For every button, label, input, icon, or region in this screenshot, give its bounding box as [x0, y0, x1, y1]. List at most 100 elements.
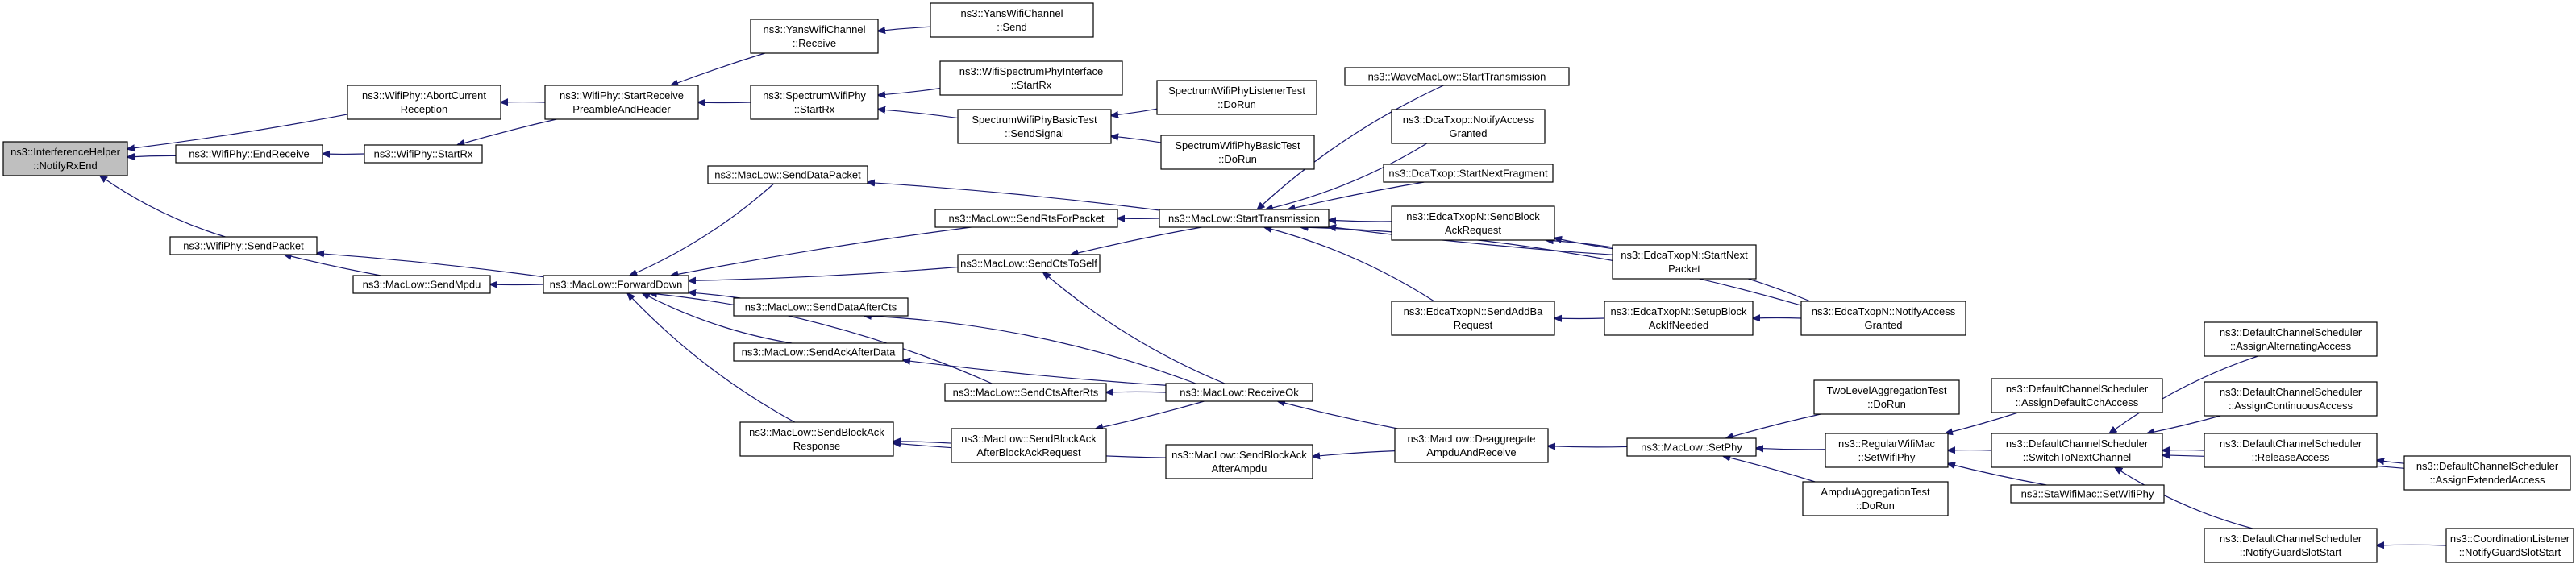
node-box [944, 383, 1107, 402]
node-label: ns3::MacLow::SendBlockAck [749, 426, 884, 438]
graph-node-n5[interactable]: ns3::WifiPhy::StartRx [364, 144, 483, 164]
graph-node-n46[interactable]: ns3::DefaultChannelScheduler::AssignExte… [2403, 455, 2571, 491]
edge-n29-to-n23 [1329, 220, 1392, 222]
graph-node-n10[interactable]: ns3::YansWifiChannel::Send [930, 2, 1094, 38]
node-label: SpectrumWifiPhyBasicTest [1175, 139, 1300, 151]
node-label: ns3::EdcaTxopN::SetupBlock [1610, 305, 1747, 317]
node-label: ns3::WifiPhy::SendPacket [183, 240, 304, 252]
node-box [2010, 484, 2165, 504]
graph-node-n0[interactable]: ns3::InterferenceHelper::NotifyRxEnd [2, 141, 128, 176]
node-label: ns3::MacLow::SendMpdu [363, 279, 481, 291]
node-box [1825, 433, 1949, 468]
node-label: Reception [401, 103, 448, 115]
edge-n34-to-n25 [1313, 450, 1396, 457]
node-box [1160, 135, 1315, 170]
edge-n4-to-n5 [457, 118, 557, 145]
edge-n21-to-n7 [627, 293, 796, 423]
graph-node-n8[interactable]: ns3::YansWifiChannel::Receive [750, 19, 879, 54]
node-label: ns3::MacLow::ReceiveOk [1180, 387, 1299, 399]
graph-node-n38[interactable]: AmpduAggregationTest::DoRun [1802, 481, 1949, 516]
graph-node-n11[interactable]: ns3::WifiSpectrumPhyInterface::StartRx [939, 60, 1123, 96]
node-label: ::NotifyGuardSlotStart [2240, 546, 2342, 558]
graph-node-n6[interactable]: ns3::MacLow::SendMpdu [352, 275, 491, 294]
graph-node-n23[interactable]: ns3::MacLow::StartTransmission [1159, 209, 1330, 228]
graph-node-n3[interactable]: ns3::WifiPhy::SendPacket [169, 236, 318, 255]
graph-node-n43[interactable]: ns3::DefaultChannelScheduler::AssignCont… [2204, 381, 2378, 417]
graph-node-n7[interactable]: ns3::MacLow::ForwardDown [543, 275, 689, 294]
graph-node-n28[interactable]: ns3::DcaTxop::StartNextFragment [1383, 164, 1554, 183]
node-box [1165, 383, 1313, 402]
node-label: ns3::MacLow::SendDataPacket [714, 169, 861, 181]
graph-node-n44[interactable]: ns3::DefaultChannelScheduler::ReleaseAcc… [2204, 433, 2378, 468]
node-label: ns3::WifiPhy::StartReceive [560, 89, 684, 102]
node-label: ns3::MacLow::SetPhy [1641, 442, 1742, 454]
graph-node-n17[interactable]: ns3::MacLow::SendCtsToSelf [957, 254, 1101, 273]
graph-node-n4[interactable]: ns3::WifiPhy::StartReceivePreambleAndHea… [544, 85, 699, 120]
node-label: ::DoRun [1856, 500, 1895, 512]
node-label: ::StartRx [1011, 79, 1052, 91]
edge-n7-to-n3 [317, 253, 544, 278]
node-label: ns3::StaWifiMac::SetWifiPhy [2021, 488, 2154, 500]
graph-node-n36[interactable]: TwoLevelAggregationTest::DoRun [1813, 379, 1960, 415]
graph-node-n15[interactable]: ns3::MacLow::SendDataPacket [707, 165, 868, 184]
graph-node-n26[interactable]: ns3::WaveMacLow::StartTransmission [1344, 67, 1570, 86]
graph-node-n12[interactable]: SpectrumWifiPhyBasicTest::SendSignal [957, 109, 1112, 144]
edge-n24-to-n19 [903, 360, 1167, 386]
node-label: AckIfNeeded [1649, 319, 1708, 331]
node-label: ns3::MacLow::StartTransmission [1168, 213, 1320, 225]
node-box [1391, 205, 1555, 241]
graph-node-n42[interactable]: ns3::DefaultChannelScheduler::AssignAlte… [2204, 321, 2378, 357]
node-box [739, 421, 894, 457]
graph-node-n19[interactable]: ns3::MacLow::SendAckAfterData [733, 342, 904, 362]
node-label: ::ReleaseAccess [2252, 451, 2330, 463]
node-label: ns3::DefaultChannelScheduler [2220, 386, 2362, 398]
node-label: ns3::MacLow::SendCtsAfterRts [953, 387, 1099, 399]
graph-node-n9[interactable]: ns3::SpectrumWifiPhy::StartRx [750, 85, 879, 120]
edge-n14-to-n12 [1111, 136, 1162, 143]
graph-node-n22[interactable]: ns3::MacLow::SendBlockAckAfterBlockAckRe… [951, 428, 1107, 463]
graph-node-n18[interactable]: ns3::MacLow::SendDataAfterCts [733, 297, 909, 317]
node-box [1612, 244, 1757, 280]
edge-n36-to-n35 [1726, 413, 1821, 438]
graph-node-n16[interactable]: ns3::MacLow::SendRtsForPacket [934, 209, 1118, 228]
node-label: ns3::EdcaTxopN::NotifyAccess [1812, 305, 1956, 317]
node-label: ns3::WaveMacLow::StartTransmission [1368, 71, 1546, 83]
graph-node-n47[interactable]: ns3::CoordinationListener::NotifyGuardSl… [2445, 528, 2574, 563]
graph-node-n24[interactable]: ns3::MacLow::ReceiveOk [1165, 383, 1313, 402]
node-label: ::SwitchToNextChannel [2023, 451, 2132, 463]
graph-node-n35[interactable]: ns3::MacLow::SetPhy [1626, 437, 1757, 457]
node-label: ns3::MacLow::SendBlockAck [961, 433, 1097, 445]
node-label: ::SetWifiPhy [1858, 451, 1916, 463]
node-label: ns3::MacLow::SendDataAfterCts [745, 301, 897, 313]
node-box [939, 60, 1123, 96]
node-box [364, 144, 483, 164]
graph-node-n45[interactable]: ns3::DefaultChannelScheduler::NotifyGuar… [2204, 528, 2378, 563]
graph-node-n37[interactable]: ns3::RegularWifiMac::SetWifiPhy [1825, 433, 1949, 468]
node-box [1991, 433, 2163, 468]
node-box [930, 2, 1094, 38]
node-label: Granted [1865, 319, 1903, 331]
edge-n38-to-n35 [1723, 456, 1816, 483]
edge-n28-to-n23 [1288, 181, 1425, 209]
graph-node-n41[interactable]: ns3::StaWifiMac::SetWifiPhy [2010, 484, 2165, 504]
graph-node-n20[interactable]: ns3::MacLow::SendCtsAfterRts [944, 383, 1107, 402]
edge-n46-to-n44 [2377, 460, 2405, 463]
graph-node-n40[interactable]: ns3::DefaultChannelScheduler::SwitchToNe… [1991, 433, 2163, 468]
node-box [2204, 528, 2378, 563]
edge-n11-to-n9 [878, 88, 941, 96]
graph-node-n14[interactable]: SpectrumWifiPhyBasicTest::DoRun [1160, 135, 1315, 170]
graph-node-n13[interactable]: SpectrumWifiPhyListenerTest::DoRun [1156, 80, 1317, 115]
node-box [1626, 437, 1757, 457]
graph-node-n39[interactable]: ns3::DefaultChannelScheduler::AssignDefa… [1991, 378, 2163, 413]
graph-node-n2[interactable]: ns3::WifiPhy::EndReceive [175, 144, 323, 164]
